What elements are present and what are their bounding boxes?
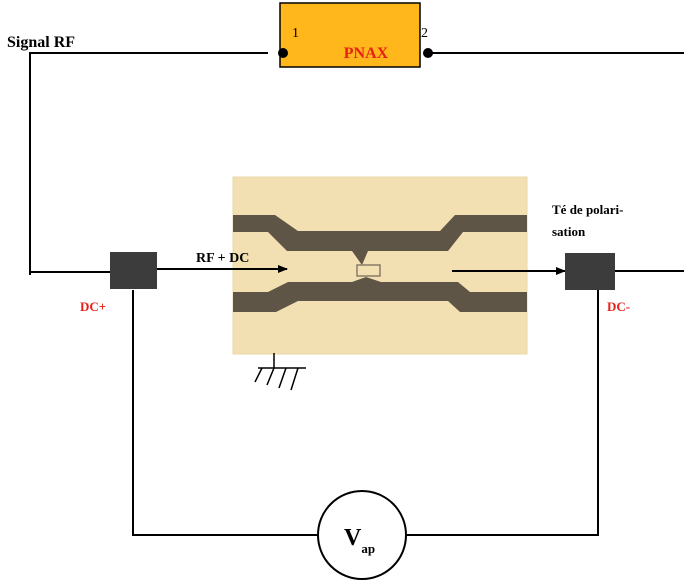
device-micrograph [233, 177, 527, 354]
voltage-source-circle [318, 491, 406, 579]
bias-tee-label-line1: Té de polari- [552, 202, 624, 217]
signal-rf-label: Signal RF [7, 34, 75, 51]
port-2-label: 2 [421, 26, 428, 41]
bias-tee-left [110, 252, 157, 289]
dc-plus-label: DC+ [80, 299, 106, 314]
bias-tee-right [565, 253, 615, 290]
ground-symbol-icon [255, 353, 306, 390]
port-2-dot [423, 48, 433, 58]
pnax-label: PNAX [344, 45, 389, 62]
dc-minus-label: DC- [607, 299, 630, 314]
rf-signal-wire [30, 53, 268, 275]
bias-tee-label-line2: sation [552, 224, 586, 239]
voltage-source: Vap [318, 491, 406, 579]
port-1-dot [278, 48, 288, 58]
port-1-label: 1 [292, 26, 299, 41]
rf-dc-label: RF + DC [196, 251, 249, 266]
pnax-instrument: 1 2 PNAX [278, 3, 433, 67]
